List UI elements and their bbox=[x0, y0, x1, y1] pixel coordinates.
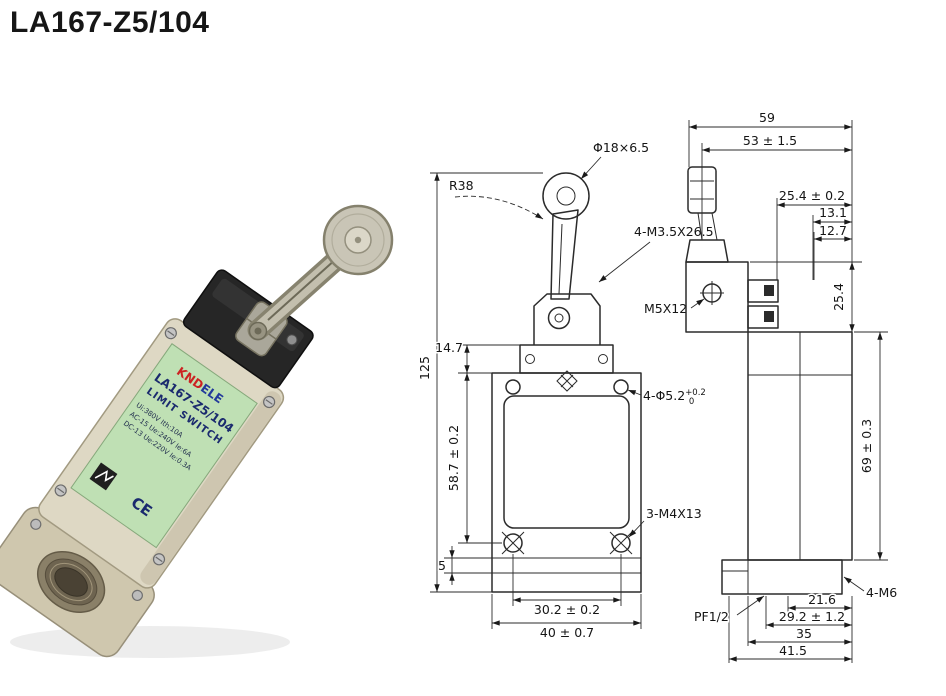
nameplate: KNDELE LA167-Z5/104 LIMIT SWITCH Ui:380V… bbox=[70, 343, 258, 549]
dim-block-1: 13.1 bbox=[812, 204, 852, 280]
svg-text:30.2 ± 0.2: 30.2 ± 0.2 bbox=[534, 602, 600, 617]
side-view: 59 53 ± 1.5 25.4 ± 0.2 13.1 12.7 bbox=[685, 109, 899, 663]
svg-text:M5X12: M5X12 bbox=[644, 301, 687, 316]
dim-base-41-5: 41.5 bbox=[728, 596, 852, 663]
svg-text:59: 59 bbox=[759, 110, 775, 125]
dim-depth-overall: 59 bbox=[688, 109, 853, 262]
dim-head-offset: 25.4 ± 0.2 bbox=[776, 187, 852, 280]
svg-text:21.6: 21.6 bbox=[808, 592, 836, 607]
photo-shadow bbox=[10, 626, 290, 658]
svg-text:12.7: 12.7 bbox=[819, 223, 847, 238]
product-photo: KNDELE LA167-Z5/104 LIMIT SWITCH Ui:380V… bbox=[0, 204, 394, 658]
dim-head-height: 25.4 bbox=[750, 261, 862, 332]
svg-text:58.7 ± 0.2: 58.7 ± 0.2 bbox=[446, 425, 461, 491]
roller-wheel bbox=[322, 204, 394, 276]
svg-text:4-M3.5X26.5: 4-M3.5X26.5 bbox=[634, 224, 714, 239]
label-lever-radius: R38 bbox=[448, 177, 544, 220]
cert-mark-icon bbox=[89, 462, 118, 491]
svg-text:69 ± 0.3: 69 ± 0.3 bbox=[859, 419, 874, 473]
label-side-screw: M5X12 bbox=[643, 298, 705, 318]
dim-body-height-side: 69 ± 0.3 bbox=[854, 331, 888, 561]
dim-base-35: 35 bbox=[747, 596, 852, 646]
dim-body-height: 58.7 ± 0.2 bbox=[445, 373, 502, 544]
svg-text:PF1/2: PF1/2 bbox=[694, 609, 729, 624]
cover-screws bbox=[54, 327, 276, 566]
label-conduit: PF1/2 bbox=[693, 595, 765, 626]
svg-text:5: 5 bbox=[438, 558, 446, 573]
svg-text:29.2 ± 1.2: 29.2 ± 1.2 bbox=[779, 609, 845, 624]
svg-text:14.7: 14.7 bbox=[435, 340, 463, 355]
dim-base-21-6: 21.6 bbox=[787, 591, 853, 663]
svg-text:35: 35 bbox=[796, 626, 812, 641]
conduit-hole bbox=[37, 550, 106, 613]
label-head-screws: 4-M3.5X26.5 bbox=[598, 223, 715, 283]
svg-text:Φ18×6.5: Φ18×6.5 bbox=[593, 140, 649, 155]
dim-block-2: 12.7 bbox=[813, 222, 852, 280]
roller-lever bbox=[235, 204, 394, 357]
svg-text:53 ± 1.5: 53 ± 1.5 bbox=[743, 133, 797, 148]
dim-hole-spacing: 30.2 ± 0.2 bbox=[512, 554, 622, 619]
front-view-geometry bbox=[491, 172, 642, 593]
label-bottom-screws: 3-M4X13 bbox=[628, 505, 703, 538]
svg-text:25.4 ± 0.2: 25.4 ± 0.2 bbox=[779, 188, 845, 203]
label-mount-holes: 4-M6 bbox=[843, 576, 899, 602]
svg-text:40 ± 0.7: 40 ± 0.7 bbox=[540, 625, 594, 640]
dim-head-gap: 14.7 bbox=[434, 339, 520, 374]
dim-overall-height: 125 bbox=[416, 172, 543, 593]
label-roller-dia: Φ18×6.5 bbox=[580, 139, 651, 180]
svg-text:13.1: 13.1 bbox=[819, 205, 847, 220]
front-view: 125 14.7 58.7 ± 0.2 5 bbox=[416, 139, 716, 642]
dim-base-lip: 5 bbox=[437, 546, 492, 585]
svg-text:25.4: 25.4 bbox=[831, 283, 846, 311]
dim-depth-head: 53 ± 1.5 bbox=[701, 132, 852, 240]
switch-housing: KNDELE LA167-Z5/104 LIMIT SWITCH Ui:380V… bbox=[38, 318, 285, 589]
page-title: LA167-Z5/104 bbox=[10, 6, 210, 39]
side-view-geometry bbox=[685, 166, 853, 595]
svg-text:R38: R38 bbox=[449, 178, 474, 193]
svg-text:125: 125 bbox=[417, 356, 432, 380]
dim-body-width: 40 ± 0.7 bbox=[491, 594, 642, 642]
switch-base bbox=[0, 506, 155, 658]
svg-text:41.5: 41.5 bbox=[779, 643, 807, 658]
svg-text:3-M4X13: 3-M4X13 bbox=[646, 506, 702, 521]
dim-base-29-2: 29.2 ± 1.2 bbox=[765, 596, 852, 629]
svg-text:4-M6: 4-M6 bbox=[866, 585, 897, 600]
